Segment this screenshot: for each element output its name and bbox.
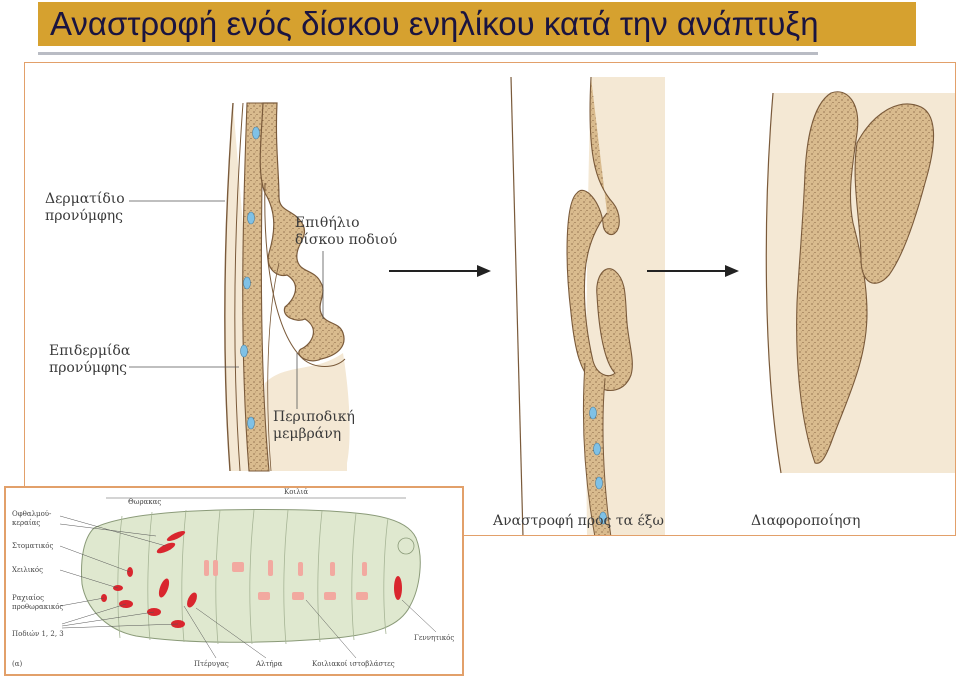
label-text: προθωρακικός [12,603,64,611]
larva-imaginal-discs-inset: Οφθαλμού-κεραίας Θωρακας Κοιλιά Στοματικ… [4,486,464,676]
eversion-diagram-svg [224,76,955,535]
label-eye-antenna: Οφθαλμού-κεραίας [12,510,51,528]
label-text: προνύμφης [49,360,128,376]
histoblasts-pink [204,560,368,600]
label-text: Δερματίδιο [45,191,125,207]
label-wing: Πτέρυγας [194,660,229,668]
caption-eversion: Αναστροφή προς τα έξω [493,513,664,529]
stage-3-differentiated-leg [765,91,955,474]
title-underline [38,52,818,55]
label-text: Ραχιαίος [12,594,45,602]
title-bar: Αναστροφή ενός δίσκου ενηλίκου κατά την … [38,2,916,46]
label-legs: Ποδιών 1, 2, 3 [12,630,64,638]
label-text: Περιποδική [273,409,355,425]
label-text: προνύμφης [45,208,124,224]
stage-1-folded-disc [224,102,350,472]
arrow-right-icon [725,265,739,277]
label-haltere: Αλτήρα [256,660,283,668]
label-text: Οφθαλμού- [12,510,52,518]
label-ventral: Κοιλιά [284,488,309,496]
label-thoracic: Θωρακας [128,498,162,506]
larva-svg [59,497,437,659]
label-oral: Στοματικός [12,542,54,550]
arrow-right-icon [477,265,491,277]
label-panel: (α) [12,660,23,668]
caption-differentiation: Διαφοροποίηση [751,513,861,529]
label-text: Επιδερμίδα [49,343,131,359]
stage-2-everting-disc [510,76,665,535]
label-labial: Χειλικός [12,566,44,574]
label-text: δίσκου ποδιού [295,232,398,248]
slide-title: Αναστροφή ενός δίσκου ενηλίκου κατά την … [50,5,819,42]
label-text: Επιθήλιο [295,215,360,231]
label-text: μεμβράνη [273,426,342,442]
label-text: κεραίας [12,519,41,527]
label-genital: Γεννητικός [414,634,455,642]
label-histoblasts: Κοιλιακοί ιστοβλάστες [312,660,395,668]
